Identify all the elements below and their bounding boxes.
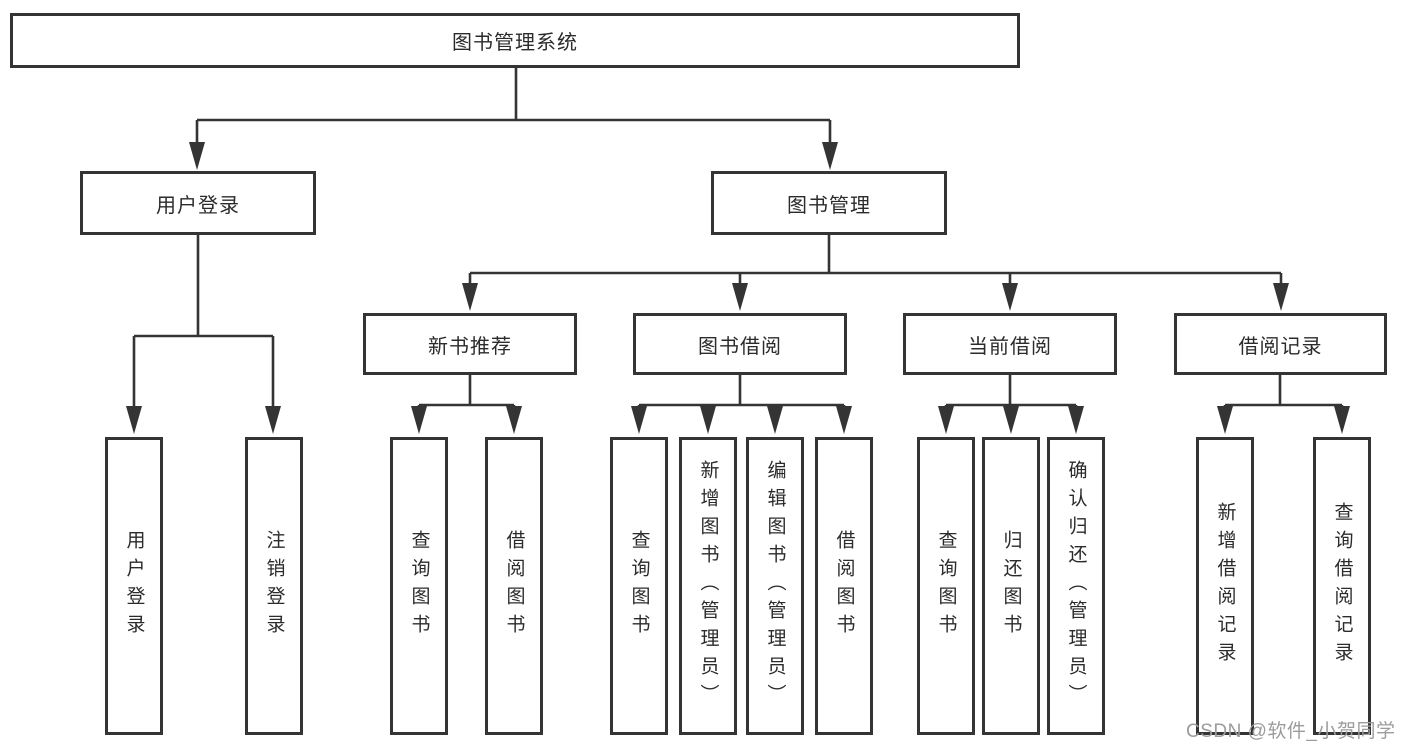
arrow-down-icon (822, 142, 838, 170)
node-book-borrow: 图书借阅 (633, 313, 847, 375)
leaf-label: 新增借阅记录 (1214, 502, 1236, 670)
arrow-down-icon (265, 406, 281, 434)
connector-lines (132, 68, 1344, 410)
leaf-borrow-books: 借阅图书 (815, 437, 873, 735)
leaf-label: 新增图书（管理员） (697, 460, 719, 712)
arrow-down-icon (126, 406, 142, 434)
leaf-query-books-borrow: 查询图书 (610, 437, 668, 735)
connector-current-to-leaves (944, 375, 1078, 410)
leaf-query-borrow-record: 查询借阅记录 (1313, 437, 1371, 735)
node-root-label: 图书管理系统 (452, 32, 578, 54)
node-label: 用户登录 (156, 194, 240, 217)
connector-newbook-to-leaves (417, 375, 516, 410)
leaf-label: 归还图书 (1000, 530, 1022, 642)
leaf-add-borrow-record: 新增借阅记录 (1196, 437, 1254, 735)
leaf-add-books-admin: 新增图书（管理员） (679, 437, 737, 735)
leaf-label: 确认归还（管理员） (1065, 460, 1087, 712)
arrow-down-icon (462, 283, 478, 311)
leaf-label: 编辑图书（管理员） (764, 460, 786, 712)
leaf-confirm-return-admin: 确认归还（管理员） (1047, 437, 1105, 735)
node-book-management: 图书管理 (711, 171, 947, 235)
node-label: 借阅记录 (1238, 335, 1323, 358)
leaf-return-books: 归还图书 (982, 437, 1040, 735)
node-label: 图书管理 (787, 194, 871, 217)
connector-borrow-to-leaves (637, 375, 846, 410)
arrow-down-icon (1273, 283, 1289, 311)
arrow-down-icon (506, 406, 522, 434)
leaf-label: 查询图书 (408, 530, 430, 642)
node-label: 当前借阅 (968, 335, 1052, 358)
leaf-edit-books-admin: 编辑图书（管理员） (746, 437, 804, 735)
csdn-watermark: CSDN @软件_小贺同学 (1186, 721, 1396, 742)
leaf-label: 借阅图书 (833, 530, 855, 642)
node-root-system: 图书管理系统 (10, 13, 1020, 68)
arrow-down-icon (1217, 406, 1233, 434)
arrow-down-icon (836, 406, 852, 434)
arrowhead-icons (126, 142, 1350, 434)
leaf-label: 用户登录 (123, 530, 145, 642)
leaf-label: 查询借阅记录 (1331, 502, 1353, 670)
arrow-down-icon (732, 283, 748, 311)
arrow-down-icon (1068, 406, 1084, 434)
leaf-label: 查询图书 (628, 530, 650, 642)
leaf-label: 查询图书 (935, 530, 957, 642)
node-current-borrow: 当前借阅 (903, 313, 1117, 375)
leaf-query-books-current: 查询图书 (917, 437, 975, 735)
node-borrow-records: 借阅记录 (1174, 313, 1387, 375)
arrow-down-icon (631, 406, 647, 434)
arrow-down-icon (767, 406, 783, 434)
arrow-down-icon (411, 406, 427, 434)
arrow-down-icon (1334, 406, 1350, 434)
leaf-query-books-recommend: 查询图书 (390, 437, 448, 735)
leaf-borrow-books-recommend: 借阅图书 (485, 437, 543, 735)
node-new-book-recommend: 新书推荐 (363, 313, 577, 375)
arrow-down-icon (938, 406, 954, 434)
arrow-down-icon (1003, 406, 1019, 434)
leaf-label: 注销登录 (263, 530, 285, 642)
connector-root-to-level2 (195, 68, 832, 144)
node-user-login: 用户登录 (80, 171, 316, 235)
connector-login-to-leaves (132, 235, 275, 408)
arrow-down-icon (189, 142, 205, 170)
node-label: 图书借阅 (698, 335, 782, 358)
arrow-down-icon (1002, 283, 1018, 311)
node-label: 新书推荐 (428, 335, 512, 358)
leaf-user-login: 用户登录 (105, 437, 163, 735)
leaf-logout: 注销登录 (245, 437, 303, 735)
connector-mgmt-to-level3 (468, 235, 1283, 285)
leaf-label: 借阅图书 (503, 530, 525, 642)
connector-records-to-leaves (1223, 375, 1344, 410)
arrow-down-icon (700, 406, 716, 434)
